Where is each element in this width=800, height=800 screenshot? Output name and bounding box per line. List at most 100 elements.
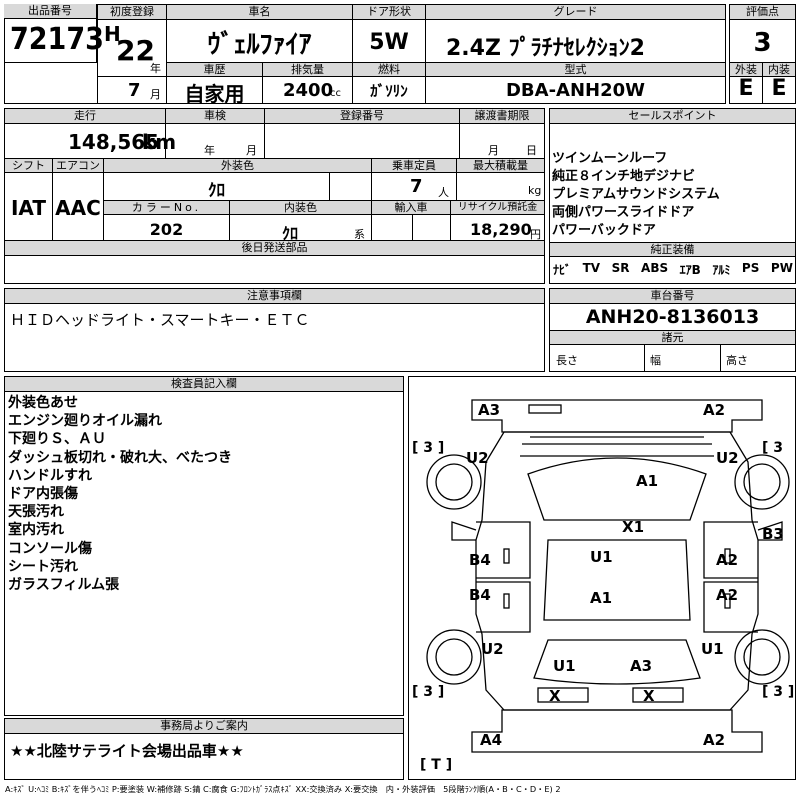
lot-value: 72173	[10, 22, 104, 57]
mark-label: B4	[469, 551, 491, 569]
height-label: 高さ	[726, 354, 748, 367]
diagram-block	[408, 376, 796, 780]
office-label: 事務局よりご案内	[5, 719, 403, 734]
mark-label: A2	[716, 586, 739, 604]
dims-label: 諸元	[550, 331, 795, 345]
grade-label: グレード	[426, 5, 725, 20]
mark-label: A1	[590, 589, 613, 607]
inspector-line: ガラスフィルム張	[8, 577, 120, 594]
sales-point: 純正８インチ地デジナビ	[552, 169, 696, 184]
transfer-month-unit: 月	[488, 144, 499, 157]
office-block	[4, 718, 404, 780]
car-name: ｳﾞｪﾙﾌｧｲｱ	[207, 30, 312, 60]
inspector-line: 外装色あせ	[8, 395, 78, 411]
inspector-label: 検査員記入欄	[5, 377, 403, 392]
shift: IAT	[10, 196, 46, 220]
door: 5W	[369, 30, 409, 55]
displacement: 2400	[283, 80, 334, 101]
exterior-grade: E	[738, 76, 754, 101]
history-label: 車歴	[167, 63, 262, 77]
specs-block	[4, 108, 545, 284]
mileage-label: 走行	[5, 109, 165, 124]
mark-label: A2	[703, 401, 726, 419]
inspector-line: エンジン廻りオイル漏れ	[8, 413, 162, 430]
year-unit: 年	[150, 62, 161, 75]
mileage-unit: km	[142, 130, 177, 154]
max-load-label: 最大積載量	[457, 159, 544, 173]
equip-item: ﾅﾋﾞ	[553, 263, 572, 277]
mark-label: U1	[590, 548, 613, 566]
width-label: 幅	[650, 354, 661, 367]
inspector-line: ダッシュ板切れ・破れ大、べたつき	[8, 449, 232, 466]
capacity-label: 乗車定員	[372, 159, 456, 173]
aircon: AAC	[55, 196, 101, 220]
color-no-label: カラーNo.	[104, 201, 229, 215]
tire-right-top: [ 3	[762, 440, 784, 456]
mark-label: X	[643, 687, 655, 705]
model: DBA-ANH20W	[505, 80, 646, 101]
equip-item: ｴｱB	[679, 263, 701, 277]
inspector-line: 室内汚れ	[8, 522, 64, 539]
sales-point: プレミアムサウンドシステム	[552, 187, 720, 202]
color-no: 202	[149, 220, 184, 239]
equip-item: PS	[741, 261, 760, 275]
equipment-list: ﾅﾋﾞ TV SR ABS ｴｱB ｱﾙﾐ PS PW	[553, 261, 793, 278]
mark-label: U1	[553, 657, 576, 675]
equip-item: TV	[582, 261, 601, 275]
notes-block	[4, 288, 545, 372]
recycle-label: リサイクル預託金	[451, 201, 544, 215]
door-label: ドア形状	[353, 5, 425, 20]
mark-label: B3	[762, 525, 784, 543]
inspection-year-unit: 年	[204, 144, 215, 157]
inspector-line: シート汚れ	[8, 558, 78, 575]
office-text: ★★北陸サテライト会場出品車★★	[10, 742, 244, 760]
first-reg-label: 初度登録	[98, 5, 166, 20]
displacement-label: 排気量	[263, 63, 352, 77]
recycle: 18,290	[470, 220, 532, 239]
history: 自家用	[184, 82, 245, 106]
mileage: 148,565	[68, 130, 160, 154]
displacement-unit: cc	[330, 88, 341, 99]
mark-label: B4	[469, 586, 491, 604]
lot-cell: 出品番号 72173	[4, 4, 104, 62]
shift-label: シフト	[5, 159, 52, 173]
equip-item: SR	[611, 261, 630, 275]
chassis-number: ANH20-8136013	[585, 306, 760, 328]
recycle-unit: 円	[530, 228, 541, 241]
tire-right-bottom: [ 3 ]	[762, 684, 795, 700]
int-color: ｸﾛ	[281, 224, 298, 243]
mark-label: X	[549, 687, 561, 705]
mark-label: A3	[630, 657, 653, 675]
transfer-label: 譲渡書期限	[460, 109, 544, 124]
tire-left-top: [ 3 ]	[412, 440, 445, 456]
transfer-day-unit: 日	[526, 144, 537, 157]
inspector-line: 天張汚れ	[8, 504, 64, 521]
equip-item: ｱﾙﾐ	[712, 263, 731, 277]
inspector-line: ハンドルすれ	[8, 467, 92, 484]
equip-item: PW	[770, 261, 793, 275]
ext-color: ｸﾛ	[208, 181, 225, 201]
score: 3	[753, 28, 772, 58]
equip-item: ABS	[641, 261, 669, 275]
score-label: 評価点	[730, 5, 795, 20]
interior-label: 内装	[763, 63, 795, 77]
notes-label: 注意事項欄	[5, 289, 544, 304]
car-name-label: 車名	[167, 5, 352, 20]
ext-color-label: 外装色	[104, 159, 371, 173]
later-parts-label: 後日発送部品	[5, 241, 544, 256]
inspector-line: 下廻りＳ、ＡＵ	[8, 431, 106, 448]
mark-label: U2	[466, 449, 489, 467]
fuel: ｶﾞｿﾘﾝ	[370, 82, 408, 100]
length-label: 長さ	[556, 354, 578, 367]
import-label: 輸入車	[372, 201, 450, 215]
max-load-unit: kg	[528, 184, 542, 197]
mark-label: A3	[478, 401, 501, 419]
mark-label: A2	[716, 551, 739, 569]
sales-label: セールスポイント	[550, 109, 795, 124]
interior-grade: E	[771, 76, 787, 101]
int-color-unit: 系	[354, 228, 365, 241]
trunk-mark: [ T ]	[420, 757, 453, 773]
sales-points: ツインムーンルーフ 純正８インチ地デジナビ プレミアムサウンドシステム 両側パワ…	[552, 150, 720, 240]
mark-label: U2	[716, 449, 739, 467]
exterior-label: 外装	[730, 63, 762, 77]
